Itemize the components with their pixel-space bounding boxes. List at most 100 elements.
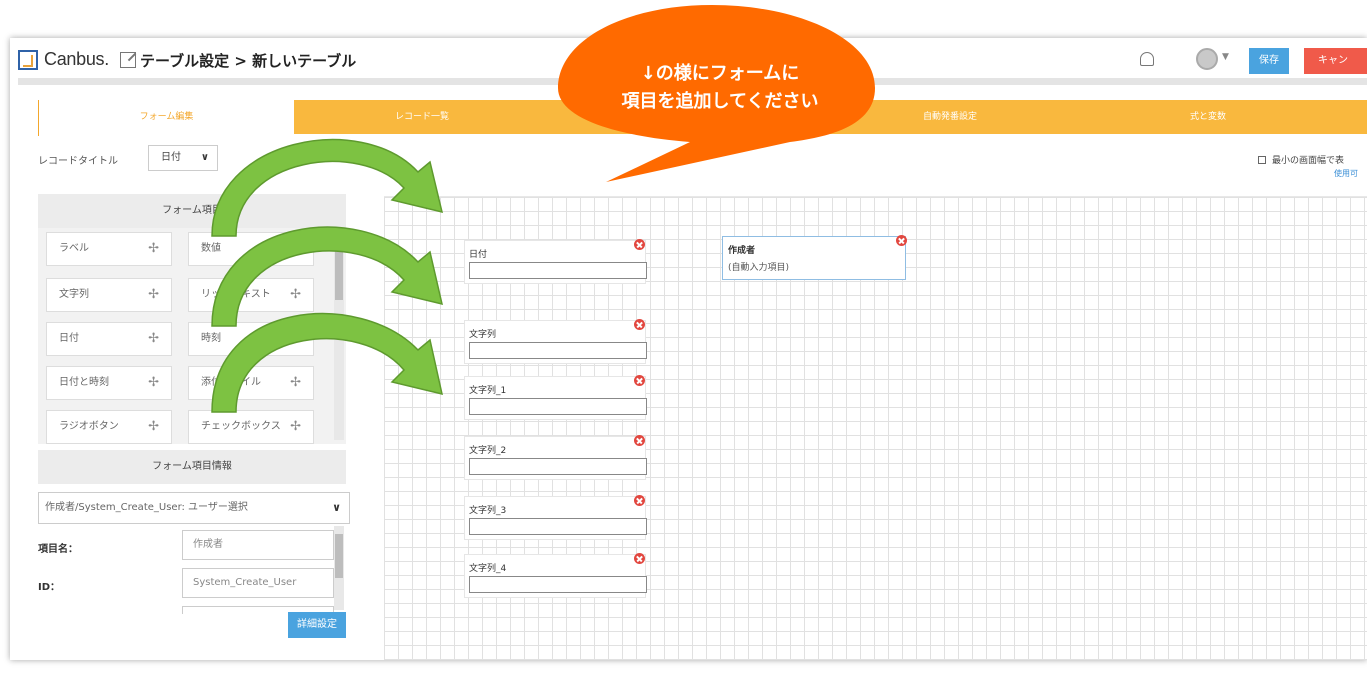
item-datetime[interactable]: 日付と時刻 ✢ [46,366,172,400]
auto-input-note: (自動入力項目) [728,263,790,273]
item-info-header: フォーム項目情報 [38,450,346,484]
item-string[interactable]: 文字列 ✢ [46,278,172,312]
field-label: 日付 [469,250,488,260]
item-name-input[interactable]: 作成者 [182,530,334,560]
info-scrollbar[interactable] [334,526,344,610]
min-width-label: 最小の画面幅で表 [1272,156,1345,166]
field-input[interactable] [469,576,647,593]
move-icon: ✢ [148,331,159,346]
item-label-text: 数値 [201,243,221,254]
delete-icon[interactable] [634,239,645,250]
item-label-text: チェックボックス [201,421,281,432]
item-time[interactable]: 時刻 ✢ [188,322,314,356]
item-label-text: 日付 [59,333,79,344]
chevron-down-icon: ∨ [200,152,209,163]
callout-text: ↓の様にフォームに 項目を追加してください [570,60,870,116]
delete-icon[interactable] [634,553,645,564]
canvas-field-string-1[interactable]: 文字列_1 [464,375,647,420]
edit-icon [120,52,136,68]
item-label-text: ラベル [59,243,89,254]
detail-settings-button[interactable]: 詳細設定 [288,612,346,638]
move-icon: ✢ [290,419,301,434]
app-window: Canbus. テーブル設定 > 新しいテーブル ▼ 保存 キャン フォーム編集… [10,38,1367,660]
form-items-list: ラベル ✢ 数値 ✢ 文字列 ✢ リッチテキスト ✢ 日付 ✢ 時刻 ✢ 日付と時刻 ✢ 添付… [38,228,346,444]
chevron-down-icon: ∨ [332,501,341,514]
item-number[interactable]: 数値 ✢ [188,232,314,266]
move-icon: ✢ [148,287,159,302]
bell-icon[interactable] [1140,52,1154,66]
item-info-select-value: 作成者/System_Create_User: ユーザー選択 [45,502,248,513]
tab-formula-variables[interactable]: 式と変数 [1189,112,1226,122]
logo[interactable]: Canbus. [18,49,109,70]
callout-line-1: ↓の様にフォームに [640,63,800,84]
item-label-text: 日付と時刻 [59,377,109,388]
field-label: 文字列 [469,330,497,340]
tab-form-edit[interactable]: フォーム編集 [38,100,294,136]
field-input[interactable] [469,518,647,535]
min-width-option[interactable]: 最小の画面幅で表 [1258,153,1344,166]
usable-link[interactable]: 使用可 [1334,169,1358,178]
move-icon: ✢ [290,375,301,390]
move-icon: ✢ [290,287,301,302]
field-label: 文字列_3 [469,506,507,516]
delete-icon[interactable] [634,319,645,330]
field-input[interactable] [469,342,647,359]
item-label-text: 文字列 [59,289,89,300]
item-id-label: ID： [38,582,61,593]
canvas-field-string-3[interactable]: 文字列_3 [464,495,647,540]
move-icon: ✢ [290,331,301,346]
item-label-text: 時刻 [201,333,221,344]
field-label: 文字列_4 [469,564,507,574]
item-label-text: 添付ファイル [201,377,261,388]
record-title-select[interactable]: 日付 ∨ [148,145,218,171]
canvas-field-string-2[interactable]: 文字列_2 [464,435,647,480]
item-radio[interactable]: ラジオボタン✢ [46,410,172,444]
items-scrollbar[interactable] [334,232,344,440]
item-id-input[interactable]: System_Create_User [182,568,334,598]
item-extra-input[interactable] [182,606,334,614]
tab-record-list[interactable]: レコード一覧 [394,112,449,122]
app-header: Canbus. テーブル設定 > 新しいテーブル ▼ 保存 キャン [10,38,1367,80]
item-label[interactable]: ラベル ✢ [46,232,172,266]
callout-line-2: 項目を追加してください [621,91,819,112]
record-title-label: レコードタイトル [38,156,118,167]
item-info-select[interactable]: 作成者/System_Create_User: ユーザー選択 ∨ [38,492,350,524]
field-input[interactable] [469,458,647,475]
canvas-field-author[interactable]: 作成者 (自動入力項目) [722,235,907,280]
delete-icon[interactable] [634,435,645,446]
item-date[interactable]: 日付 ✢ [46,322,172,356]
field-label: 文字列_2 [469,446,507,456]
cancel-button[interactable]: キャン [1304,48,1367,74]
item-checkbox[interactable]: チェックボックス ✢ [188,410,314,444]
delete-icon[interactable] [634,375,645,386]
save-button[interactable]: 保存 [1249,48,1289,74]
item-label-text: ラジオボタン [59,421,119,432]
items-scroll-thumb[interactable] [335,238,343,300]
item-rich-text[interactable]: リッチテキスト ✢ [188,278,314,312]
canvas-field-string-4[interactable]: 文字列_4 [464,553,647,598]
canbus-logo-icon [18,49,38,70]
logo-text: Canbus. [44,49,109,69]
move-icon: ✢ [148,241,159,256]
delete-icon[interactable] [634,495,645,506]
item-name-label: 項目名： [38,544,78,555]
field-input[interactable] [469,262,647,279]
record-title-value: 日付 [161,152,181,163]
field-label: 文字列_1 [469,386,507,396]
info-scroll-thumb[interactable] [335,534,343,578]
chevron-down-icon[interactable]: ▼ [1222,52,1229,62]
field-input[interactable] [469,398,647,415]
breadcrumb: テーブル設定 > 新しいテーブル [140,52,357,70]
tab-auto-number[interactable]: 自動発番設定 [922,112,977,122]
item-attachment[interactable]: 添付ファイル ✢ [188,366,314,400]
field-label: 作成者 [728,246,756,256]
form-items-header: フォーム項目 [38,194,346,228]
canvas-field-date[interactable]: 日付 [464,239,647,284]
canvas-field-string[interactable]: 文字列 [464,319,647,364]
move-icon: ✢ [290,241,301,256]
item-label-text: リッチテキスト [201,289,271,300]
delete-icon[interactable] [896,235,907,246]
min-width-checkbox[interactable] [1258,156,1266,164]
move-icon: ✢ [148,375,159,390]
avatar[interactable] [1196,48,1218,70]
